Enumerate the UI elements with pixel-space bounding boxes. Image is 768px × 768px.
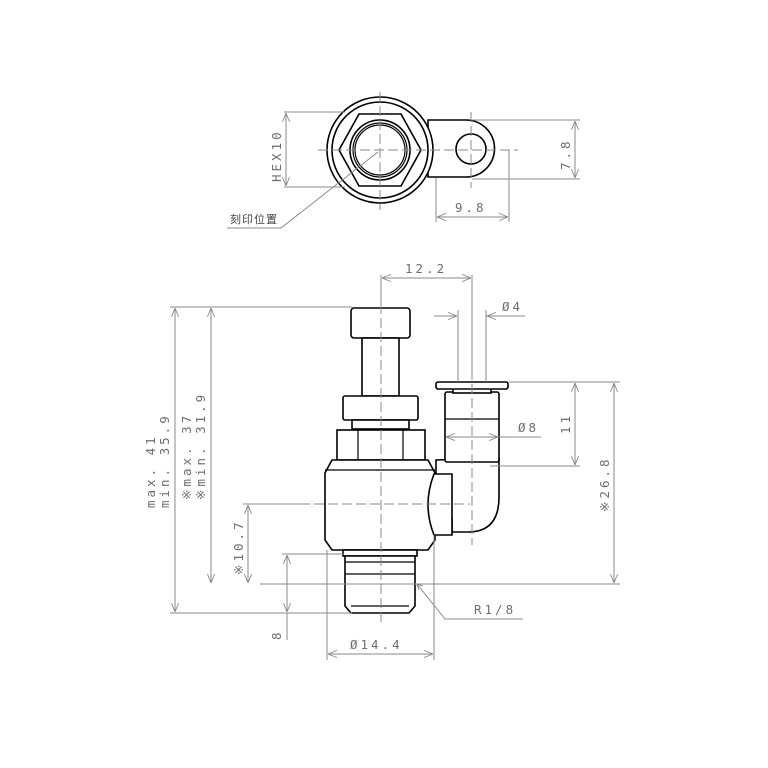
min-star-label: ※min. 31.9 [193,392,208,500]
top-view: HEX10 7.8 9.8 刻印位置 [227,92,580,229]
max-star-label: ※max. 37 [179,413,194,500]
marking-leader: 刻印位置 [227,151,379,229]
main-body [324,459,453,551]
collet-od-dimension: Ø8 [446,420,541,437]
port-center-dimension: ※10.7 [231,503,300,583]
tube-od-dimension: Ø4 [434,299,525,382]
body-diameter-dimension: Ø14.4 [326,535,435,660]
offset-label: 12.2 [405,261,447,276]
male-thread [342,549,418,614]
star-height-dimension: ※max. 37 ※min. 31.9 [179,308,211,583]
thread-length-label: 8 [269,629,284,640]
port-center-label: ※10.7 [231,519,246,575]
body-diameter-label: Ø14.4 [350,637,403,652]
collet-height-label: 11 [558,413,573,434]
hex-label: HEX10 [269,129,284,182]
tube-od-label: Ø4 [502,299,523,314]
thread-length-dimension: 8 [269,553,352,640]
min-label: min. 35.9 [157,413,172,508]
max-label: max. 41 [143,434,158,508]
collet-height-dimension: 11 [490,381,620,467]
offset-dimension: 12.2 [380,261,473,380]
lug-width-dimension: 9.8 [435,150,510,222]
hex-dimension: HEX10 [269,111,345,188]
thread-label: R1/8 [474,602,516,617]
lug-height-dimension: 7.8 [472,119,580,180]
thread-leader: R1/8 [416,583,523,620]
port-height-dimension: ※26.8 [260,383,620,585]
front-view: 12.2 Ø4 Ø8 11 ※26.8 [143,261,620,660]
lug-height-label: 7.8 [558,138,573,170]
elbow-lug-outline [427,119,496,178]
lug-width-label: 9.8 [455,200,487,215]
port-height-label: ※26.8 [597,456,612,512]
collet-od-label: Ø8 [518,420,539,435]
marking-position-label: 刻印位置 [230,212,278,226]
